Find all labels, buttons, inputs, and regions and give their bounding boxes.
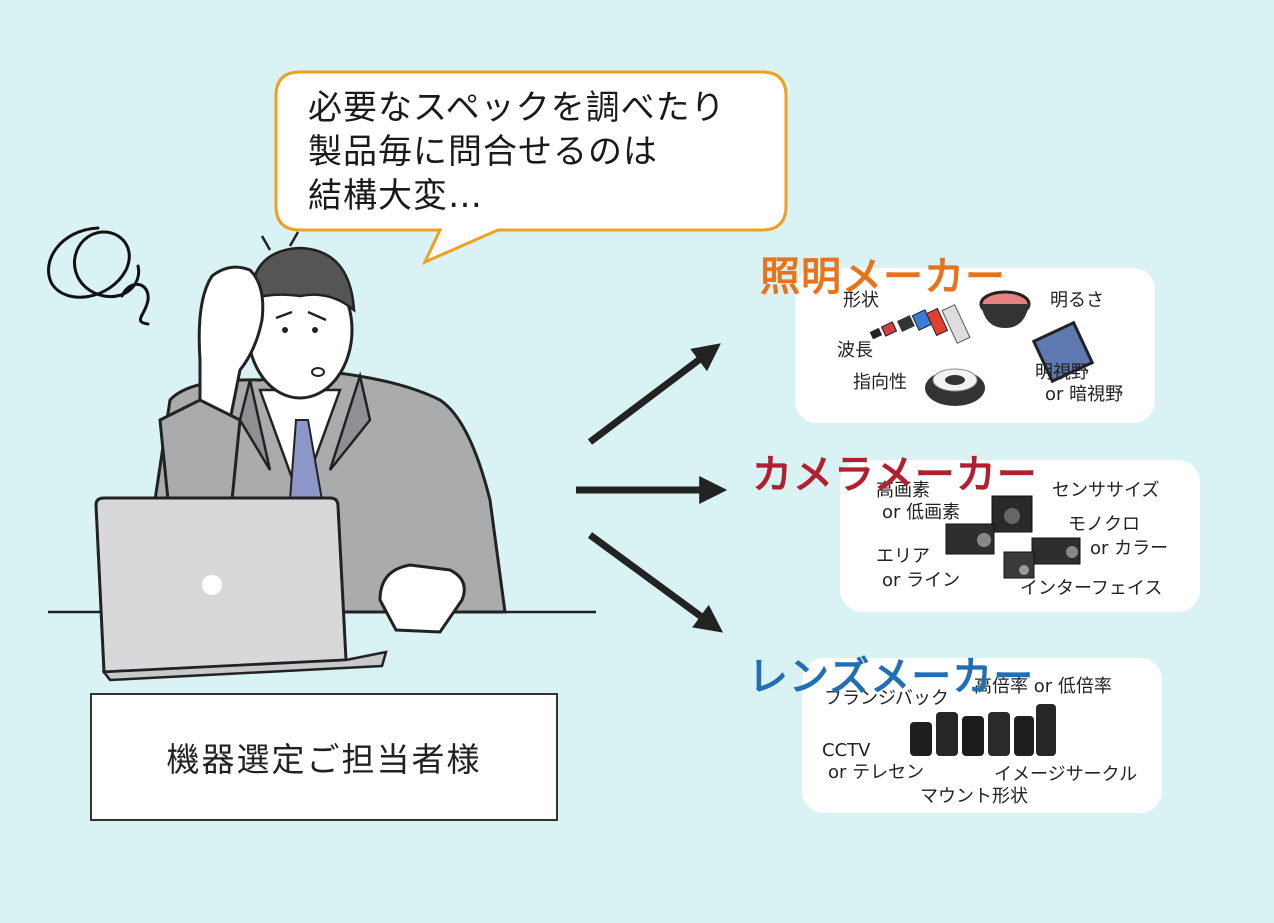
spec-brightfield: 明視野 [1035,362,1089,383]
spec-sensor-size: センササイズ [1052,480,1160,501]
bar-light-3 [897,315,915,332]
speech-line-3: 結構大変… [308,176,483,216]
lens-4 [988,712,1010,756]
camera-lens-mount-2 [977,533,991,547]
lens-maker-card: フランジバック 高倍率 or 低倍率 CCTV or テレセン イメージサークル… [802,658,1162,813]
camera-body-2 [945,523,995,555]
bar-light-5 [925,307,949,337]
speech-line-1: 必要なスペックを調べたり [308,88,726,128]
lens-3 [962,716,984,756]
lapel-right [328,371,372,471]
spec-high-resolution: 高画素 [876,480,930,501]
flat-panel-light [1031,320,1095,384]
lens-products-image [910,704,1056,756]
bar-light-6 [941,304,971,344]
businessman-figure [148,231,507,634]
spec-monochrome: モノクロ [1068,514,1140,535]
camera-lens-mount-1 [1004,508,1020,524]
arrow-to-lighting [587,343,721,445]
hand-on-desk [378,563,466,634]
hair-strand [260,231,300,251]
lens-2 [936,712,958,756]
mouth [311,367,325,377]
lighting-maker-title: 照明メーカー [760,254,1006,300]
camera-products-image [945,495,1081,579]
laptop [94,496,388,682]
lapel-left [238,379,272,471]
camera-body-3 [1031,537,1081,565]
speech-bubble-text: 必要なスペックを調べたり 製品毎に問合せるのは 結構大変… [308,86,768,218]
lens-5 [1014,716,1034,756]
lens-1 [910,722,932,756]
hand-on-head [197,265,265,422]
spec-magnification: 高倍率 or 低倍率 [974,676,1112,697]
spec-wavelength: 波長 [837,340,873,361]
camera-lens-mount-4 [1019,565,1029,575]
spec-image-circle: イメージサークル [994,764,1138,785]
spec-cctv: CCTV [822,740,871,761]
ring-light-hole [945,375,965,385]
camera-body-4 [1003,551,1035,579]
worry-scribble-icon [47,226,150,326]
spec-mount-type: マウント形状 [920,786,1028,807]
spec-directivity: 指向性 [853,372,907,393]
camera-lens-mount-3 [1066,546,1078,558]
spec-flange-back: フランジバック [824,688,949,709]
speech-line-2: 製品毎に問合せるのは [308,132,658,172]
lens-maker-title: レンズメーカー [748,654,1035,700]
spec-darkfield: or 暗視野 [1045,384,1124,405]
spec-shape: 形状 [843,290,879,311]
arrow-to-lens [587,532,724,633]
eye-right [312,327,318,333]
speech-bubble [274,70,788,265]
lens-6 [1036,704,1056,756]
spec-telecentric: or テレセン [828,762,925,783]
lighting-products-image [869,290,1095,406]
spec-area: エリア [876,546,930,567]
eye-left [282,327,288,333]
spec-interface: インターフェイス [1020,578,1163,599]
bar-light-1 [869,327,883,340]
dome-light-body [981,304,1029,328]
hair [248,246,356,313]
lighting-maker-card: 形状 明るさ 波長 明視野 or 暗視野 指向性 [795,268,1155,423]
spec-low-resolution: or 低画素 [882,502,961,523]
laptop-base [101,650,388,682]
bar-light-2 [880,321,898,337]
camera-maker-card: 高画素 or 低画素 センササイズ モノクロ or カラー エリア or ライン… [840,460,1200,612]
person-label: 機器選定ご担当者様 [166,740,482,779]
laptop-logo-icon [202,575,222,595]
camera-maker-title: カメラメーカー [752,452,1038,498]
spec-brightness: 明るさ [1050,290,1104,311]
spec-line: or ライン [882,570,961,591]
person-label-box: 機器選定ご担当者様 [90,693,558,821]
spec-color: or カラー [1090,538,1169,559]
brow [275,310,327,322]
